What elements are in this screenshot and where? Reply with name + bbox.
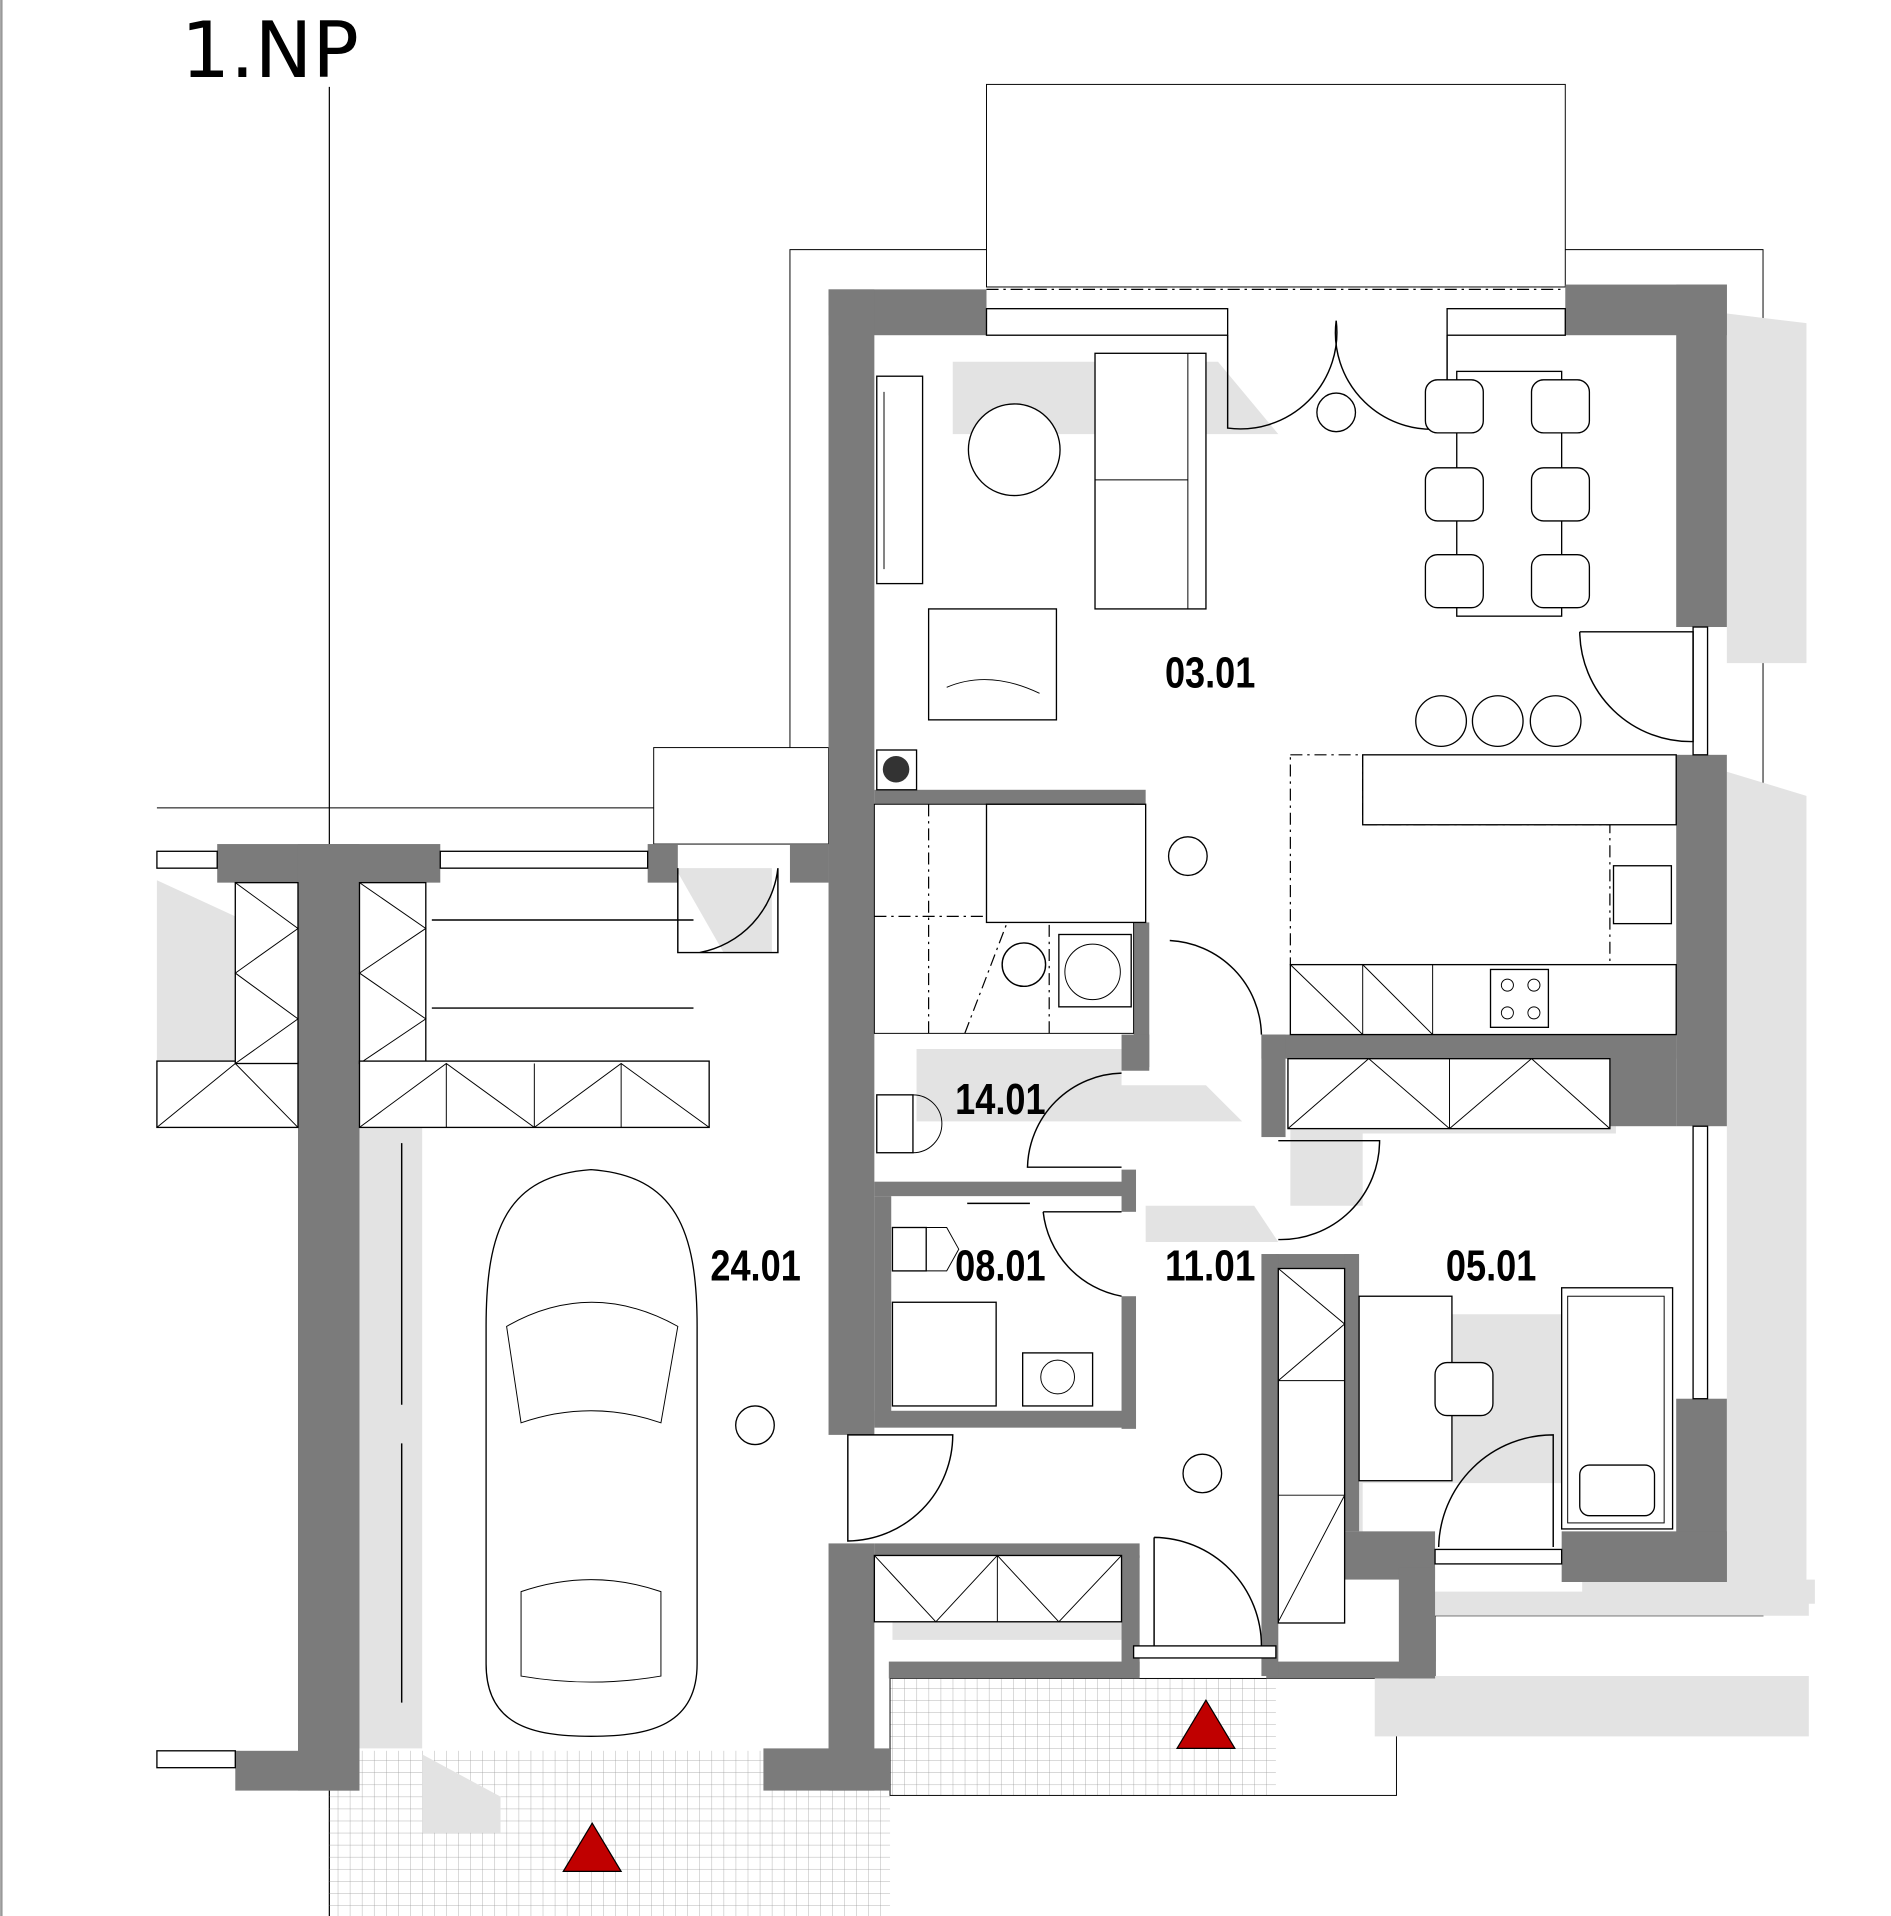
room-label-24-01: 24.01	[710, 1243, 800, 1291]
furniture	[156, 352, 1677, 1738]
car	[485, 1168, 698, 1738]
doors	[677, 320, 1694, 1659]
bicycles	[400, 919, 694, 1703]
room-label-14-01: 14.01	[955, 1076, 1045, 1124]
walls	[217, 284, 1727, 1791]
people	[735, 392, 1357, 1494]
room-labels: 03.01 14.01 24.01 08.01 11.01 05.01	[710, 649, 1536, 1290]
room-label-05-01: 05.01	[1446, 1243, 1536, 1291]
windows	[156, 308, 1709, 1769]
room-label-11-01: 11.01	[1165, 1243, 1255, 1291]
room-label-08-01: 08.01	[955, 1243, 1045, 1291]
room-label-03-01: 03.01	[1165, 649, 1255, 697]
dining-chairs	[1424, 379, 1591, 609]
floor-title: 1.NP	[181, 6, 359, 96]
entrance-marker-main	[1175, 1698, 1236, 1749]
entrance-marker-garage	[562, 1821, 623, 1872]
